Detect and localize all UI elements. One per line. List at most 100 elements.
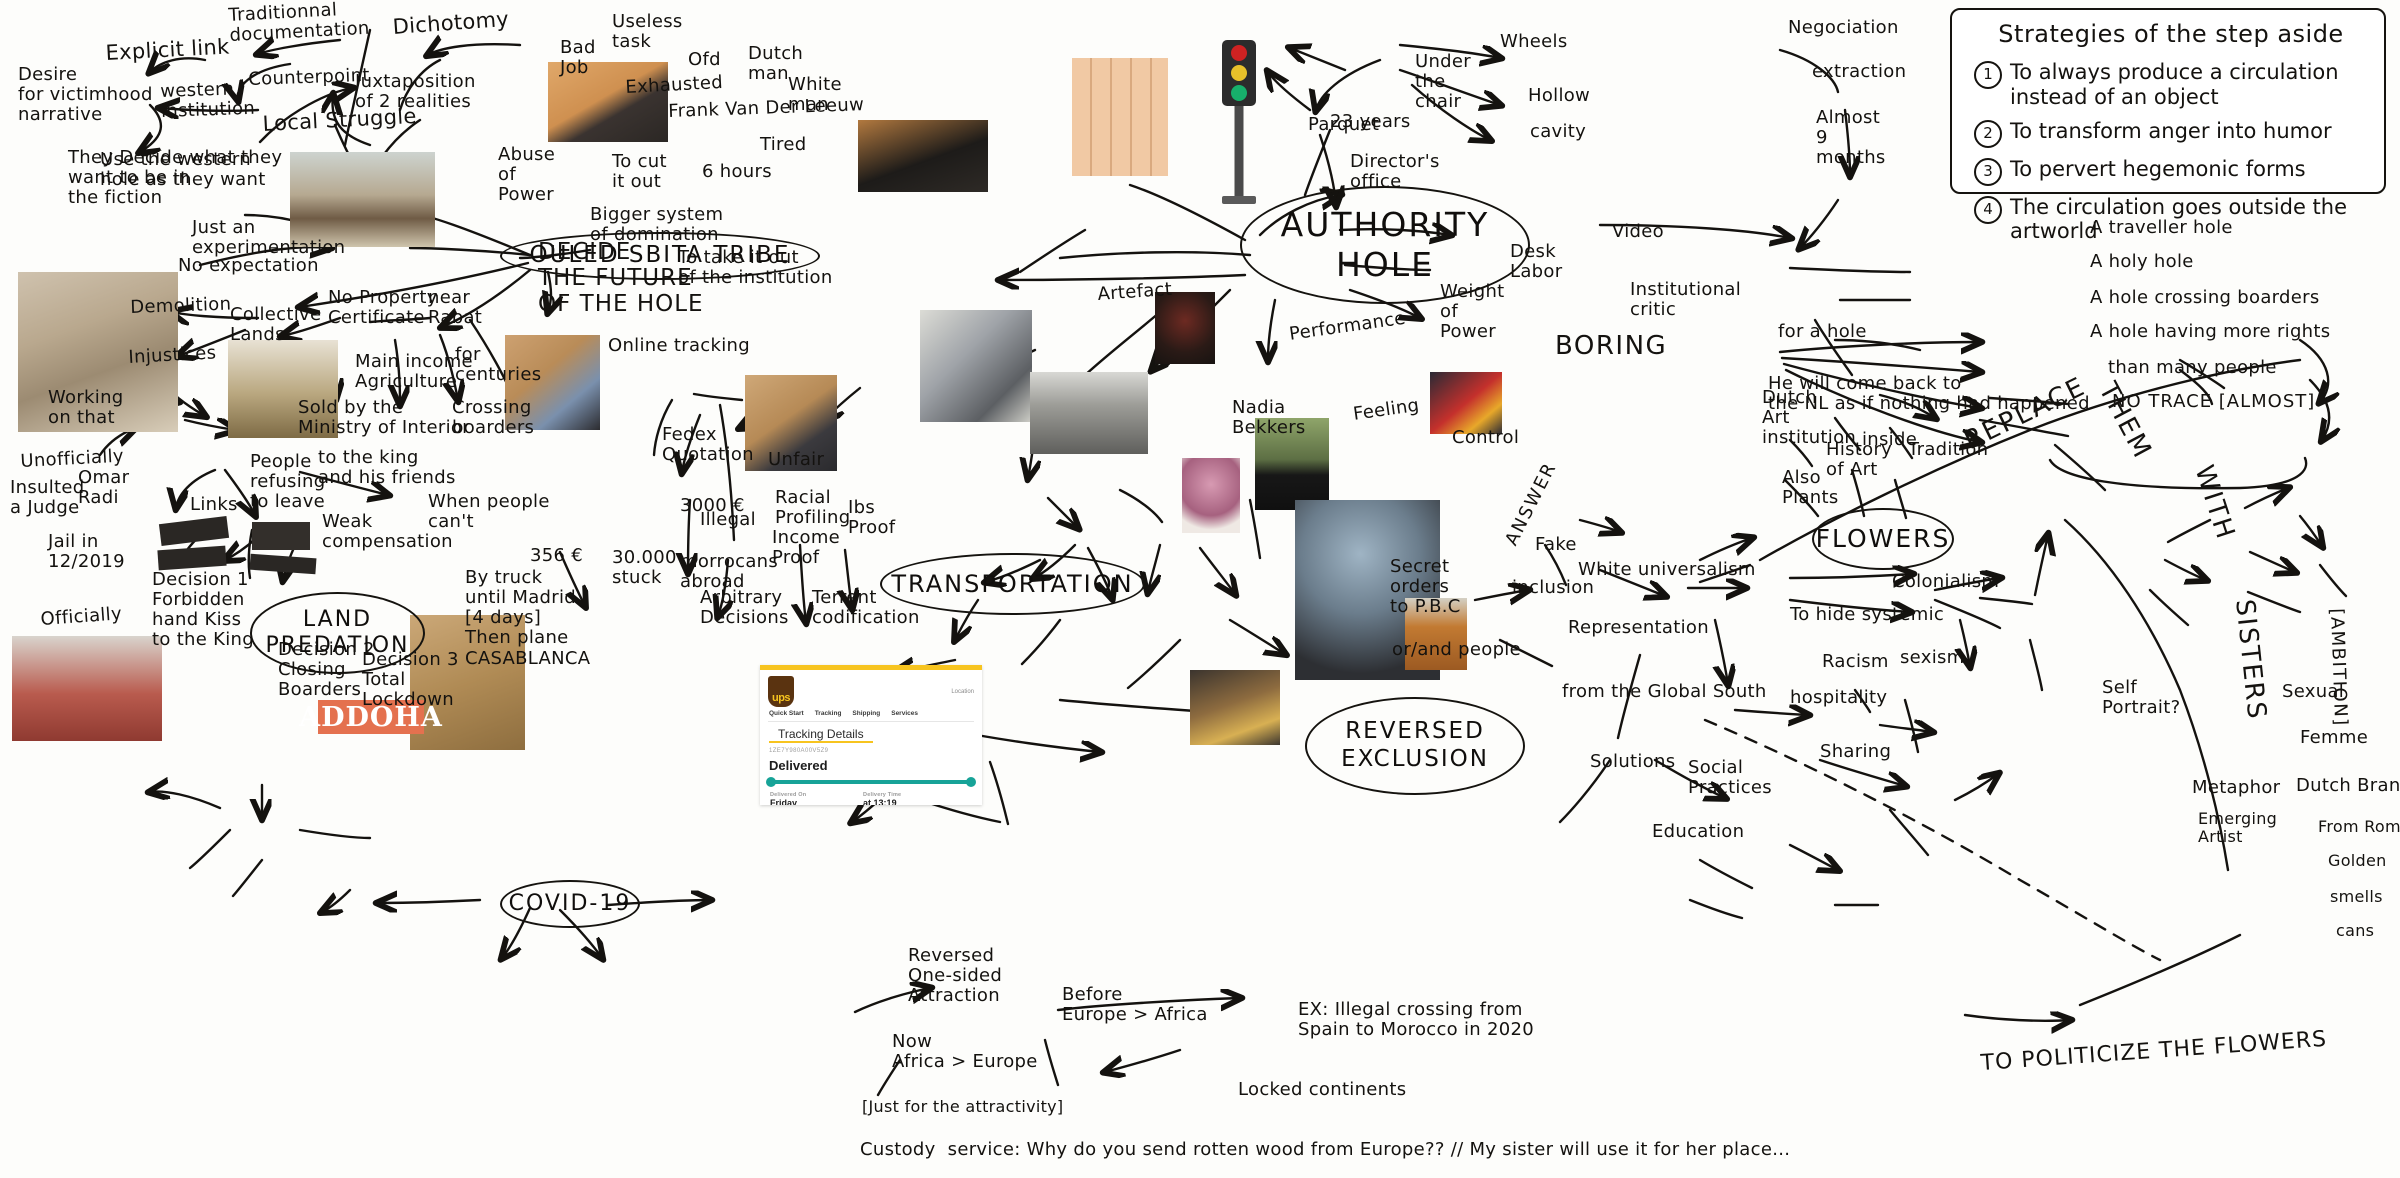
note-representation: Representation bbox=[1568, 617, 1709, 638]
note-desire-victimhood: Desire for victimhood narrative bbox=[18, 64, 153, 126]
strategy-text: To pervert hegemonic forms bbox=[2010, 156, 2306, 181]
note-hollow: Hollow bbox=[1528, 85, 1591, 106]
ups-tracking-card[interactable]: ups Location Quick Start Tracking Shippi… bbox=[760, 665, 982, 805]
note-cavity: cavity bbox=[1530, 121, 1587, 142]
note-education: Education bbox=[1652, 821, 1745, 842]
note-weak-compensation: Weak compensation bbox=[322, 511, 453, 553]
photo-ruined-house bbox=[18, 272, 178, 432]
photo-man-carrying-box bbox=[505, 335, 600, 430]
note-crossing-boarders: Crossing boarders bbox=[452, 397, 535, 439]
ups-location-label[interactable]: Location bbox=[951, 688, 974, 695]
note-locked-continents: Locked continents bbox=[1238, 1079, 1407, 1100]
note-performance: Performance bbox=[1287, 307, 1408, 345]
note-cans: cans bbox=[2336, 921, 2375, 940]
note-extraction: extraction bbox=[1812, 61, 1907, 82]
note-explicit-link: Explicit link bbox=[104, 34, 231, 65]
note-near-rabat: near Rabat bbox=[428, 287, 483, 329]
note-23-years: 23 years bbox=[1330, 111, 1411, 132]
note-before-europe-africa: Before Europe > Africa bbox=[1062, 984, 1208, 1026]
photo-dark-flower-arrangement bbox=[1155, 292, 1215, 364]
note-colonialism: Colonialism bbox=[1892, 571, 2000, 592]
ups-nav-quick-start[interactable]: Quick Start bbox=[769, 710, 804, 717]
node-reversed-exclusion[interactable]: REVERSED EXCLUSION bbox=[1305, 697, 1525, 795]
photo-woman-with-bowls bbox=[1190, 670, 1280, 745]
ups-nav-shipping[interactable]: Shipping bbox=[852, 710, 881, 717]
note-dutch-man: Dutch man bbox=[748, 43, 804, 85]
note-self-portrait: Self Portrait? bbox=[2102, 677, 2181, 719]
note-no-expectation: No expectation bbox=[178, 255, 319, 276]
note-decision-3: Decision 3 Total Lockdown bbox=[362, 649, 459, 711]
note-working-on-that: Working on that bbox=[48, 387, 124, 429]
node-transportation[interactable]: TRANSPORTATION bbox=[880, 553, 1145, 615]
note-356-eur: 356 € bbox=[530, 545, 584, 566]
photo-field-bw bbox=[1030, 372, 1148, 454]
note-injustices: Injustices bbox=[127, 342, 217, 368]
node-authority-hole[interactable]: AUTHORITY HOLE bbox=[1240, 186, 1530, 304]
ups-progress-bar bbox=[766, 777, 976, 787]
note-juxtaposition: Juxtaposition of 2 realities bbox=[355, 71, 476, 113]
note-abuse-of-power: Abuse of Power bbox=[498, 144, 556, 206]
note-fake: Fake bbox=[1535, 534, 1577, 555]
note-racial-profiling: Racial Profiling bbox=[775, 487, 851, 529]
note-income-proof: Income Proof bbox=[772, 527, 841, 569]
note-parquet: Parquet bbox=[1308, 114, 1380, 135]
ups-header: ups Location bbox=[760, 670, 982, 709]
note-femme: Femme bbox=[2300, 727, 2369, 748]
note-a-holy-hole: A holy hole bbox=[2090, 251, 2194, 272]
note-weight-of-power: Weight of Power bbox=[1440, 281, 1505, 343]
note-6-hours: 6 hours bbox=[702, 161, 772, 182]
note-arbitrary-decisions: Arbitrary Decisions bbox=[700, 587, 789, 629]
note-counterpoint: Counterpoint bbox=[247, 64, 371, 90]
note-decision-2: Decision 2 Closing Boarders bbox=[278, 639, 375, 701]
note-collective-lands: Collective Lands bbox=[230, 304, 322, 346]
node-ouled-sbita-tribe-label: OULED SBITA TRIBE bbox=[529, 242, 791, 269]
note-dutch-art-institution: Dutch Art institution bbox=[1762, 387, 1857, 449]
note-by-truck-madrid: By truck until Madrid [4 days] Then plan… bbox=[465, 567, 591, 669]
note-wheels: Wheels bbox=[1500, 31, 1568, 52]
ups-nav[interactable]: Quick Start Tracking Shipping Services bbox=[760, 709, 982, 721]
ups-status: Delivered bbox=[769, 758, 828, 773]
note-frank-van-der-leeuw: Frank Van Der Leeuw bbox=[667, 94, 865, 122]
note-online-tracking: Online tracking bbox=[608, 335, 750, 356]
strategy-text: To transform anger into humor bbox=[2010, 118, 2332, 143]
node-covid-19[interactable]: COVID-19 bbox=[500, 880, 640, 928]
photo-cardboard-crate bbox=[410, 615, 525, 750]
note-custody-service-line: Custody service: Why do you send rotten … bbox=[860, 1139, 1791, 1160]
note-tradition: Tradition bbox=[1908, 439, 1989, 460]
photo-parquet-ramp bbox=[858, 120, 988, 192]
note-he-will-come-back: He will come back to the NL as if nothin… bbox=[1768, 373, 2090, 415]
ups-delivered-on-value: Friday 19/06/2020 bbox=[770, 798, 798, 805]
note-under-the-chair: Under the chair bbox=[1415, 51, 1471, 113]
photo-landscape-hole bbox=[290, 152, 435, 247]
note-racism: Racism bbox=[1822, 651, 1889, 672]
photo-woman-carrying-box bbox=[745, 375, 837, 471]
note-to-hide-systemic: To hide systemic bbox=[1790, 604, 1945, 625]
note-unfair: Unfair bbox=[768, 449, 825, 470]
note-also-plants: Also Plants bbox=[1782, 467, 1839, 509]
note-from-global-south: from the Global South bbox=[1562, 681, 1767, 702]
note-dutch-brand: Dutch Brand bbox=[2296, 775, 2400, 796]
divider bbox=[768, 721, 974, 722]
note-for-a-hole: for a hole bbox=[1778, 321, 1867, 342]
note-control: Control bbox=[1452, 427, 1520, 448]
note-a-hole-crossing-boarders: A hole crossing boarders bbox=[2090, 287, 2320, 308]
node-flowers[interactable]: FLOWERS bbox=[1812, 508, 1954, 570]
note-inclusion: inclusion bbox=[1512, 577, 1595, 598]
node-land-predation[interactable]: LAND PREDATION bbox=[250, 592, 425, 674]
note-sharing: Sharing bbox=[1820, 741, 1892, 762]
ups-nav-tracking[interactable]: Tracking bbox=[814, 710, 842, 717]
note-almost-9-months: Almost 9 months bbox=[1816, 107, 1886, 169]
note-30000-stuck: 30.000 stuck bbox=[612, 547, 677, 589]
note-fedex-quotation: Fedex Quotation bbox=[662, 424, 754, 466]
note-boring: BORING bbox=[1555, 331, 1668, 361]
node-land-predation-label: LAND PREDATION bbox=[265, 606, 410, 658]
note-with: WITH bbox=[2188, 461, 2241, 545]
note-social-practices: Social Practices bbox=[1688, 757, 1772, 799]
ups-logo-icon: ups bbox=[768, 676, 794, 707]
strategy-text: The circulation goes outside the artworl… bbox=[2010, 194, 2348, 244]
ups-nav-services[interactable]: Services bbox=[891, 710, 918, 717]
note-nadia-bekkers: Nadia Bekkers bbox=[1232, 397, 1306, 439]
note-useless-task: Useless task bbox=[612, 11, 683, 53]
node-ouled-sbita-tribe[interactable]: OULED SBITA TRIBE bbox=[500, 232, 820, 280]
